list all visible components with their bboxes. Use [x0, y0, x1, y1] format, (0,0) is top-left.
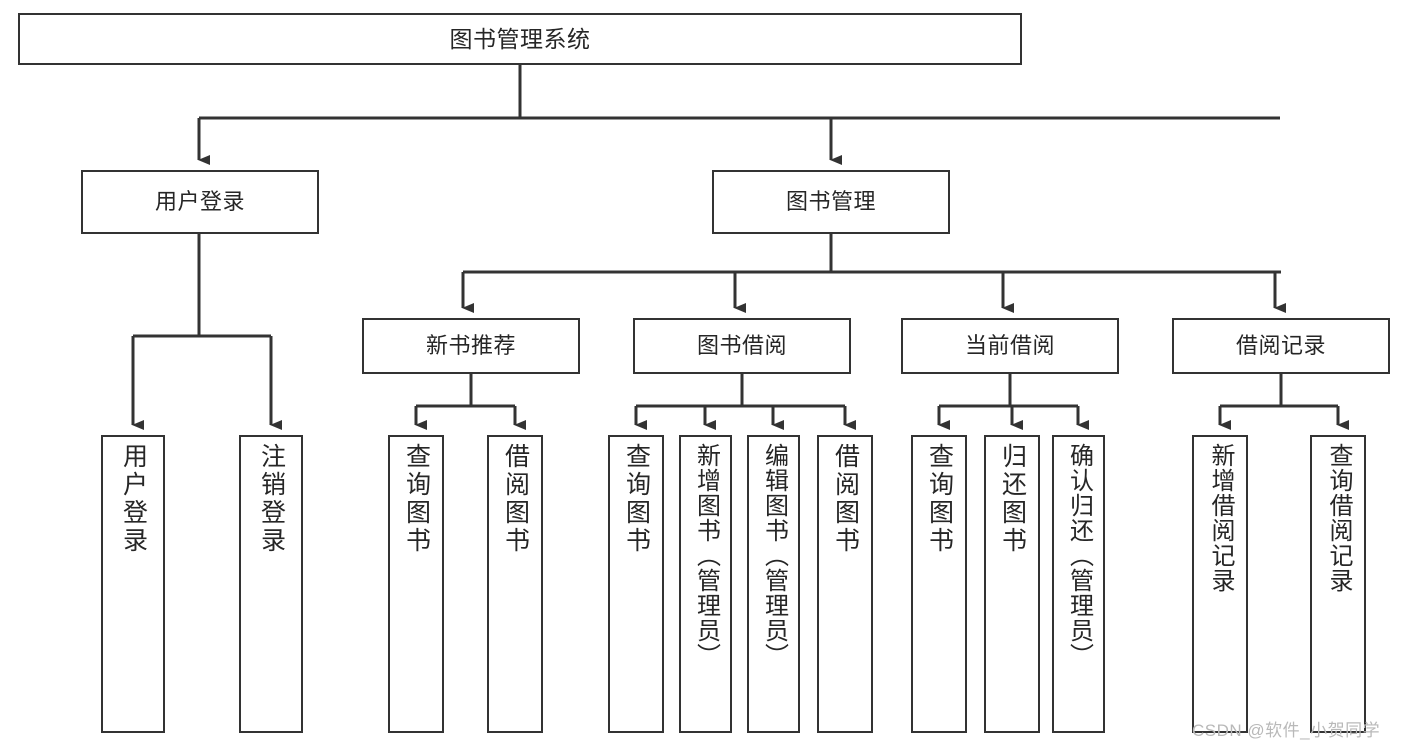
node-book-manage-label: 图书管理: [785, 189, 876, 215]
leaf-query-borrow-record[interactable]: 查询借阅记录: [1310, 435, 1366, 733]
leaf-add-book-admin[interactable]: 新增图书（管理员）: [679, 435, 732, 733]
leaf-query-book-current[interactable]: 查询图书: [911, 435, 967, 733]
leaf-query-book-borrow-label: 查询图书: [622, 443, 651, 555]
leaf-query-book-borrow[interactable]: 查询图书: [608, 435, 664, 733]
leaf-borrow-book-borrow[interactable]: 借阅图书: [817, 435, 873, 733]
leaf-confirm-return-admin-label: 确认归还（管理员）: [1065, 443, 1093, 668]
node-borrow-record[interactable]: 借阅记录: [1172, 318, 1390, 374]
leaf-borrow-book-borrow-label: 借阅图书: [831, 443, 860, 555]
csdn-watermark: CSDN @软件_小贺同学: [1192, 721, 1381, 740]
leaf-query-book-recommend-label: 查询图书: [402, 443, 431, 555]
node-root-system-label: 图书管理系统: [449, 25, 591, 52]
leaf-query-book-current-label: 查询图书: [925, 443, 954, 555]
node-user-login-label: 用户登录: [154, 189, 245, 215]
node-new-book-recommend[interactable]: 新书推荐: [362, 318, 580, 374]
leaf-query-book-recommend[interactable]: 查询图书: [388, 435, 444, 733]
node-book-borrow-label: 图书借阅: [696, 333, 787, 359]
leaf-add-borrow-record-label: 新增借阅记录: [1207, 443, 1234, 593]
node-book-manage[interactable]: 图书管理: [712, 170, 950, 234]
leaf-return-book-label: 归还图书: [998, 443, 1027, 555]
leaf-logout-login[interactable]: 注销登录: [239, 435, 303, 733]
node-book-borrow[interactable]: 图书借阅: [633, 318, 851, 374]
leaf-return-book[interactable]: 归还图书: [984, 435, 1040, 733]
leaf-query-borrow-record-label: 查询借阅记录: [1325, 443, 1352, 593]
node-root-system[interactable]: 图书管理系统: [18, 13, 1022, 65]
leaf-user-login[interactable]: 用户登录: [101, 435, 165, 733]
leaf-add-book-admin-label: 新增图书（管理员）: [692, 443, 720, 668]
leaf-borrow-book-recommend[interactable]: 借阅图书: [487, 435, 543, 733]
leaf-logout-login-label: 注销登录: [257, 443, 286, 555]
leaf-add-borrow-record[interactable]: 新增借阅记录: [1192, 435, 1248, 733]
node-user-login[interactable]: 用户登录: [81, 170, 319, 234]
node-new-book-recommend-label: 新书推荐: [425, 333, 516, 359]
leaf-edit-book-admin[interactable]: 编辑图书（管理员）: [747, 435, 800, 733]
node-current-borrow-label: 当前借阅: [964, 333, 1055, 359]
leaf-user-login-label: 用户登录: [119, 443, 148, 555]
leaf-edit-book-admin-label: 编辑图书（管理员）: [760, 443, 788, 668]
leaf-borrow-book-recommend-label: 借阅图书: [501, 443, 530, 555]
node-current-borrow[interactable]: 当前借阅: [901, 318, 1119, 374]
node-borrow-record-label: 借阅记录: [1235, 333, 1326, 359]
leaf-confirm-return-admin[interactable]: 确认归还（管理员）: [1052, 435, 1105, 733]
